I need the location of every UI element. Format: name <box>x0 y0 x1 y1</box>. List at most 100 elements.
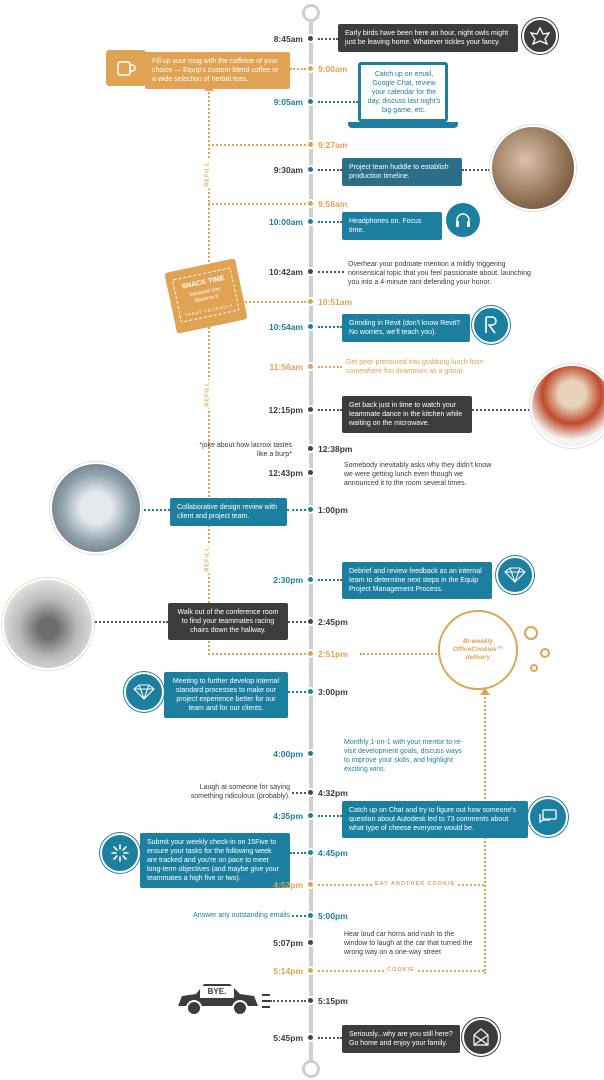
timeline-dot <box>306 468 315 477</box>
event-leader <box>318 38 338 40</box>
event-time: 9:00am <box>318 64 348 74</box>
event-box: Walk out of the conference room to find … <box>168 603 288 640</box>
event-time: 2:45pm <box>318 617 348 627</box>
timeline-dot <box>306 966 315 975</box>
timeline-start-cap <box>302 4 320 22</box>
event-time: 5:45pm <box>273 1033 303 1043</box>
event-time: 12:15pm <box>268 405 304 415</box>
hallway-chair-race-photo <box>2 578 94 670</box>
event-leader <box>292 915 306 917</box>
event-leader <box>318 366 342 368</box>
cookie-crumb-icon <box>530 664 538 672</box>
event-text: Get peer-pressured into grabbing lunch f… <box>346 359 484 375</box>
event-leader <box>92 621 168 623</box>
timeline-dot <box>306 938 315 947</box>
event-time: 4:35pm <box>273 811 303 821</box>
event-time: 2:51pm <box>318 649 348 659</box>
event-box: Submit your weekly check-in on 15Five to… <box>140 833 290 888</box>
event-box: Get back just in time to watch your team… <box>342 396 472 433</box>
timeline-dot <box>306 267 315 276</box>
design-review-photo <box>50 462 142 554</box>
timeline-dot <box>306 996 315 1005</box>
event-leader <box>360 653 440 655</box>
event-box: Early birds have been here an hour, nigh… <box>338 24 518 52</box>
event-leader <box>208 203 306 205</box>
refill-label: REFILL <box>203 379 212 409</box>
chat-icon <box>528 797 568 837</box>
timeline-end-cap <box>302 1060 320 1078</box>
event-time: 11:56am <box>269 362 303 372</box>
teammate-dancing-photo <box>530 364 604 448</box>
event-time: 10:54am <box>268 322 303 332</box>
cookie-arrow-icon <box>480 688 490 695</box>
event-box: Meeting to further develop internal stan… <box>164 672 288 718</box>
event-text: Monthly 1-on-1 with your mentor to re-vi… <box>344 739 463 773</box>
event-leader <box>318 271 344 273</box>
cookie-tag: COOKIE <box>384 966 418 974</box>
event-time: 1:00pm <box>318 505 348 515</box>
equip-diamond-icon <box>496 556 534 594</box>
event-box: Debrief and review feedback as an intern… <box>342 562 492 599</box>
event-leader <box>287 509 306 511</box>
event-time: 9:30am <box>273 165 303 175</box>
cookie-label: Bi-weekly OfficeCookies™ delivery <box>452 638 504 661</box>
coffee-mug-icon <box>106 50 146 86</box>
refill-label: REFILL <box>203 159 212 189</box>
timeline-dot <box>306 749 315 758</box>
event-time: 10:51am <box>318 297 353 307</box>
timeline-dot <box>306 297 315 306</box>
team-huddle-photo <box>490 125 576 211</box>
timeline-dot <box>306 788 315 797</box>
event-box: Grinding in Revit (don't know Revit? No … <box>342 314 470 342</box>
laptop-base <box>348 122 458 128</box>
timeline-dot <box>306 64 315 73</box>
timeline-dot <box>306 322 315 331</box>
house-icon <box>462 1018 500 1056</box>
event-leader <box>318 221 342 223</box>
timeline-dot <box>306 575 315 584</box>
event-leader <box>140 509 170 511</box>
timeline-dot <box>306 97 315 106</box>
event-text: Somebody inevitably asks why they didn't… <box>344 462 492 487</box>
event-leader <box>242 301 306 303</box>
event-leader <box>318 815 342 817</box>
timeline-dot <box>306 880 315 889</box>
cookie-crumb-icon <box>540 648 550 658</box>
event-text: Catch up on email, Google Chat, review y… <box>367 71 441 114</box>
event-leader <box>288 691 306 693</box>
event-time: 3:00pm <box>318 687 348 697</box>
event-time: 4:52pm <box>273 880 303 890</box>
event-leader <box>288 621 306 623</box>
event-leader <box>318 1037 342 1039</box>
event-time: 5:14pm <box>273 966 303 976</box>
event-time: 12:38pm <box>318 444 353 454</box>
speed-line <box>262 1006 270 1008</box>
timeline-dot <box>306 687 315 696</box>
event-time: 10:42am <box>268 267 303 277</box>
equip-logo-icon <box>522 18 558 54</box>
headphones-icon <box>446 203 480 237</box>
event-time: 4:00pm <box>273 749 303 759</box>
event-time: 12:43pm <box>268 468 304 478</box>
event-leader <box>318 101 358 103</box>
event-time: 5:15pm <box>318 996 348 1006</box>
event-box: Headphones on. Focus time. <box>342 212 442 240</box>
event-text: Laugh at someone for saying something ri… <box>190 784 290 800</box>
timeline-dot <box>306 165 315 174</box>
timeline-dot <box>306 617 315 626</box>
laptop-icon <box>358 62 448 122</box>
timeline-dot <box>306 505 315 514</box>
timeline-dot <box>306 199 315 208</box>
snack-bag-icon: SNACK TIME because you deserve it TREAT … <box>164 258 248 334</box>
event-leader <box>318 579 342 581</box>
timeline-dot <box>306 362 315 371</box>
15five-icon <box>100 833 140 873</box>
event-leader <box>318 169 342 171</box>
event-time: 8:45am <box>273 34 303 44</box>
event-text: *joke about how lacroix tastes like a bu… <box>199 442 292 458</box>
event-leader <box>270 1000 306 1002</box>
event-leader <box>290 852 306 854</box>
event-box: Collaborative design review with client … <box>170 498 287 526</box>
timeline-dot <box>306 217 315 226</box>
speed-line <box>262 1000 270 1002</box>
